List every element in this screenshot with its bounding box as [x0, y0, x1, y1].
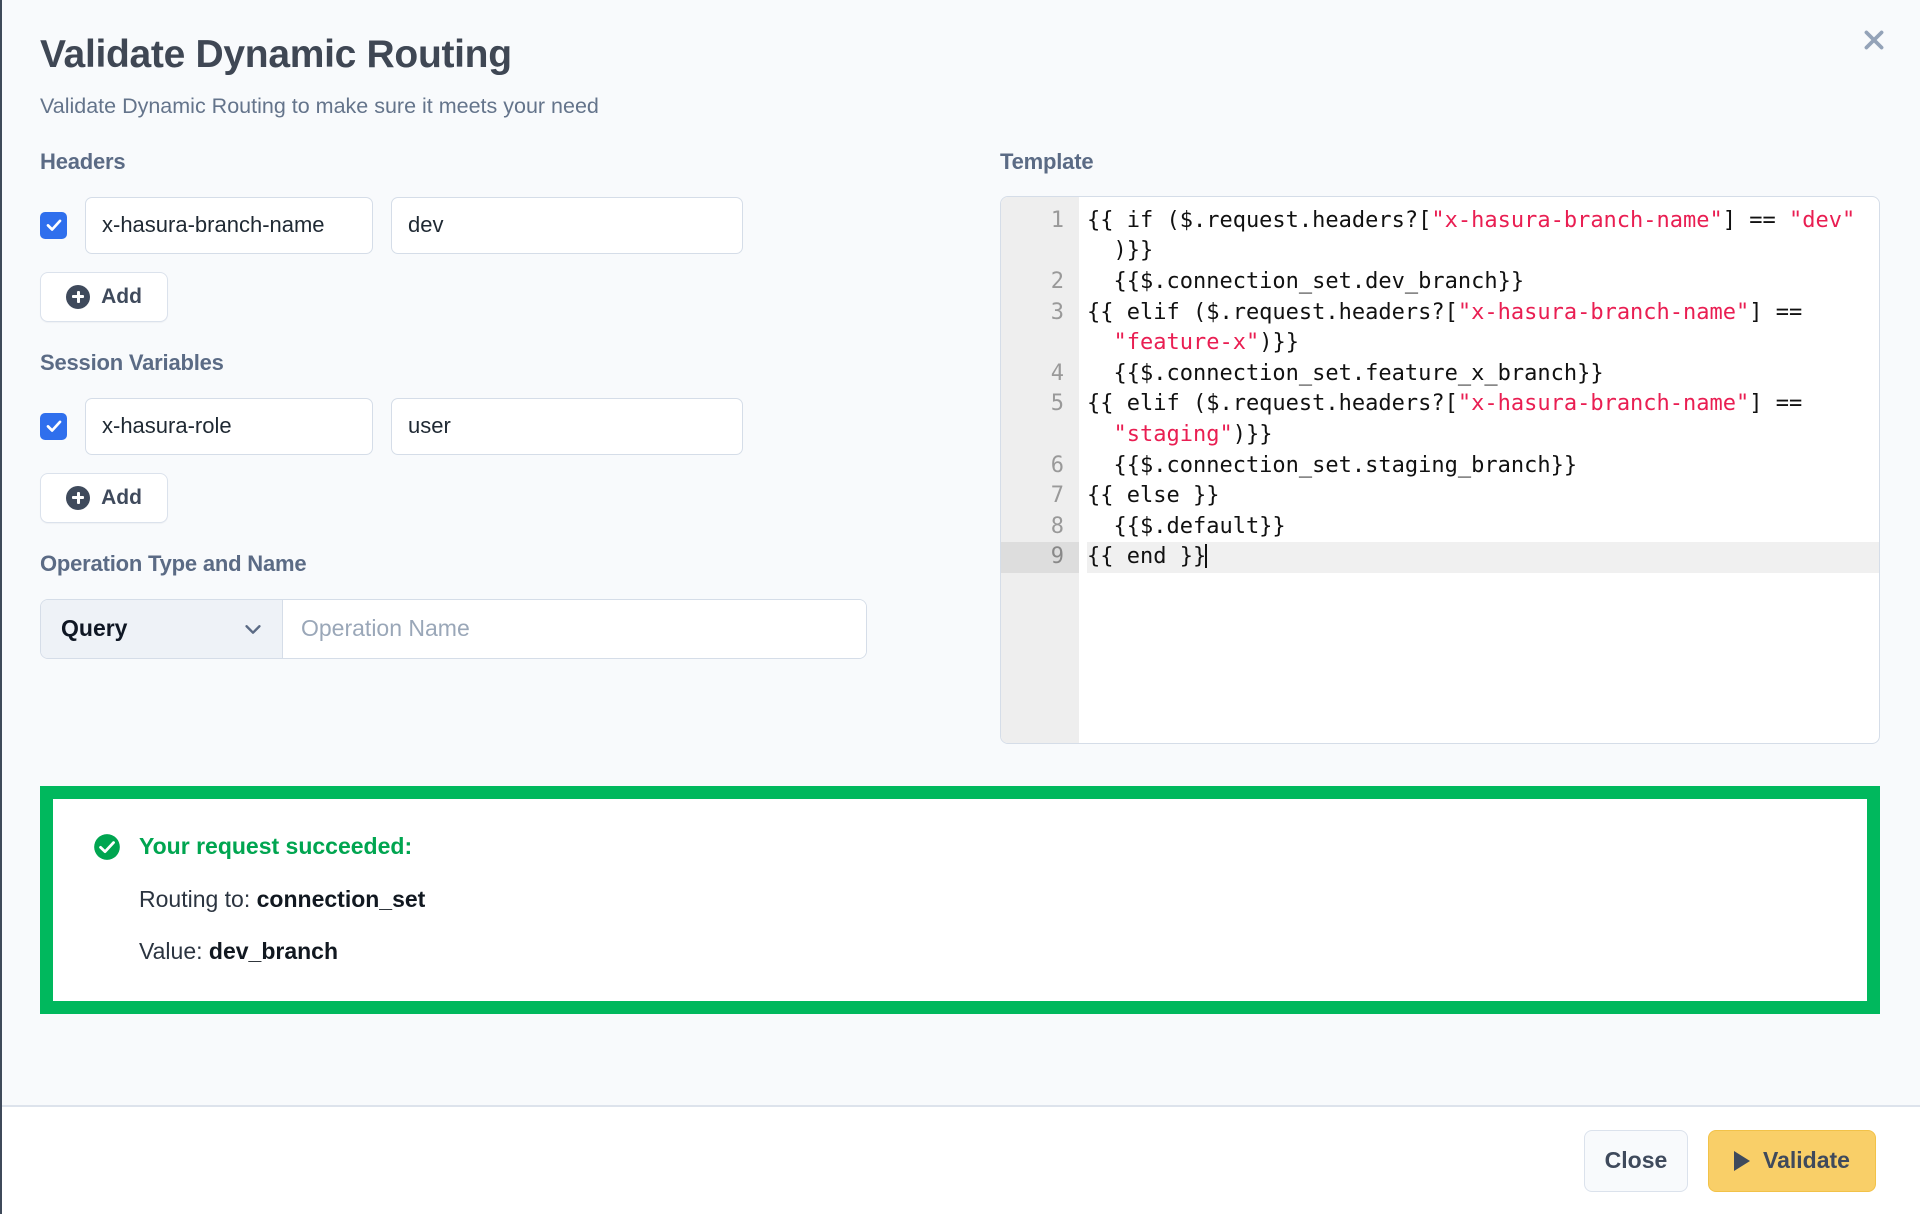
result-banner-wrap: Your request succeeded: Routing to: conn…	[2, 744, 1920, 1014]
header-key-input[interactable]	[85, 196, 373, 254]
close-icon[interactable]	[1854, 20, 1894, 60]
header-row	[40, 196, 970, 254]
editor-code-line: {{$.connection_set.dev_branch}}	[1087, 269, 1525, 295]
close-button[interactable]: Close	[1584, 1129, 1688, 1192]
plus-icon	[66, 485, 91, 510]
editor-line-number: 9	[1001, 542, 1079, 574]
editor-code-line: {{$.connection_set.feature_x_branch}}	[1087, 360, 1604, 386]
editor-line-number: 5	[1050, 391, 1064, 417]
page-subtitle: Validate Dynamic Routing to make sure it…	[40, 93, 599, 118]
banner-header: Your request succeeded:	[93, 833, 1827, 861]
add-session-variable-label: Add	[101, 485, 142, 509]
editor-line-number: 7	[1050, 483, 1064, 509]
editor-code-line: "staging")}}	[1113, 422, 1273, 448]
session-variables-section-label: Session Variables	[40, 349, 224, 375]
operation-name-input[interactable]	[283, 599, 866, 658]
editor-code-line: "feature-x")}}	[1113, 330, 1299, 356]
session-variable-row	[40, 397, 970, 455]
template-section-label: Template	[1000, 148, 1094, 174]
dialog-header: Validate Dynamic Routing Validate Dynami…	[2, 0, 1920, 119]
routing-to-label: Routing to:	[139, 885, 251, 912]
headers-section-label: Headers	[40, 148, 126, 174]
routing-to-line: Routing to: connection_set	[139, 886, 1827, 913]
dialog-body: Validate Dynamic Routing Validate Dynami…	[2, 0, 1920, 1105]
dialog-footer: Close Validate	[2, 1105, 1920, 1214]
editor-line-number: 1	[1050, 207, 1064, 233]
editor-line-number	[1001, 420, 1079, 451]
editor-code-line: {{ else }}	[1087, 483, 1220, 509]
editor-code-line: )}}	[1087, 238, 1154, 264]
editor-code-line: {{$.connection_set.staging_branch}}	[1087, 452, 1578, 478]
editor-line-number: 8	[1050, 513, 1064, 539]
play-icon	[1734, 1150, 1751, 1171]
session-variable-value-input[interactable]	[391, 397, 743, 455]
value-value: dev_branch	[208, 937, 339, 964]
operation-type-select[interactable]: Query	[41, 599, 283, 658]
add-session-variable-button[interactable]: Add	[40, 472, 168, 523]
session-variable-row-checkbox[interactable]	[40, 412, 67, 440]
editor-line-number	[1001, 236, 1079, 267]
header-value-input[interactable]	[391, 196, 743, 254]
editor-code-area[interactable]: {{ if ($.request.headers?["x-hasura-bran…	[1079, 197, 1879, 743]
check-circle-icon	[93, 833, 121, 861]
editor-line-numbers: 1 2 3 4 5 6 7 8 9	[1001, 196, 1079, 743]
template-code-editor[interactable]: 1 2 3 4 5 6 7 8 9 {{ if ($.request.headers?["…	[1000, 195, 1880, 744]
editor-code-line: {{ elif ($.request.headers?["x-hasura-br…	[1087, 299, 1803, 325]
status-badge: Your request succeeded:	[139, 833, 413, 860]
operation-section-label: Operation Type and Name	[40, 550, 307, 576]
editor-code-line: {{$.default}}	[1087, 513, 1286, 539]
text-caret	[1205, 544, 1208, 569]
status-banner: Your request succeeded: Routing to: conn…	[40, 785, 1880, 1014]
value-line: Value: dev_branch	[139, 938, 1827, 965]
page-title: Validate Dynamic Routing	[40, 33, 512, 76]
editor-code-line: {{ end }}	[1087, 542, 1879, 574]
validate-button-label: Validate	[1763, 1147, 1850, 1173]
editor-code-line: {{ elif ($.request.headers?["x-hasura-br…	[1087, 391, 1803, 417]
plus-icon	[66, 284, 91, 309]
editor-code-line: {{ if ($.request.headers?["x-hasura-bran…	[1087, 207, 1856, 233]
editor-line-number	[1001, 328, 1079, 359]
session-variable-key-input[interactable]	[85, 397, 373, 455]
add-header-label: Add	[101, 284, 142, 308]
add-header-button[interactable]: Add	[40, 271, 168, 322]
form-column: Headers Add Session Variables	[40, 149, 970, 744]
editor-line-number: 2	[1050, 269, 1064, 295]
chevron-down-icon	[242, 618, 264, 640]
routing-to-value: connection_set	[256, 885, 426, 912]
template-column: Template 1 2 3 4 5 6 7 8 9 {{ if ($.request.h…	[970, 149, 1880, 744]
operation-type-value: Query	[61, 615, 128, 642]
header-row-checkbox[interactable]	[40, 211, 67, 239]
operation-type-and-name: Query	[40, 598, 867, 659]
validate-button[interactable]: Validate	[1708, 1129, 1876, 1192]
dialog-columns: Headers Add Session Variables	[2, 119, 1920, 744]
value-label: Value:	[139, 937, 203, 964]
editor-line-number: 6	[1050, 452, 1064, 478]
editor-line-number: 3	[1050, 299, 1064, 325]
editor-line-number: 4	[1050, 360, 1064, 386]
